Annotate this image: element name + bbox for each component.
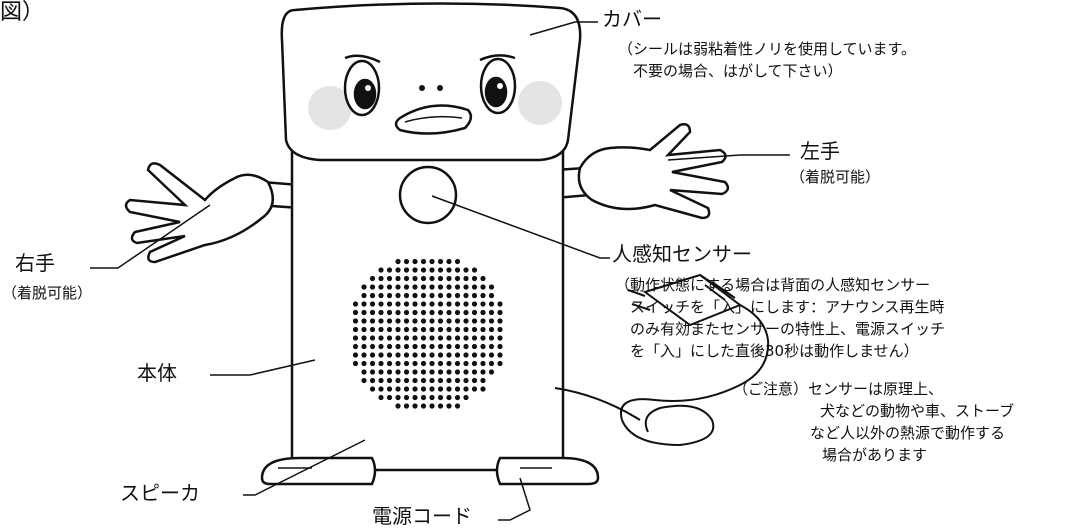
caution-heading: （ご注意）センサーは原理上、 xyxy=(733,380,944,398)
sensor-circle xyxy=(398,165,458,225)
motion-sensor-note-line-1: （動作状態にする場合は背面の人感知センサー xyxy=(615,276,931,294)
face xyxy=(308,54,562,135)
cover-note-line-1: （シールは弱粘着性ノリを使用しています。 xyxy=(618,40,917,58)
leader-lines xyxy=(90,21,790,521)
cover-note-line-2: 不要の場合、はがして下さい） xyxy=(618,62,843,80)
motion-sensor-note-line-2: スイッチを「入」にします：アナウンス再生時 xyxy=(615,298,945,316)
beak xyxy=(394,104,473,135)
left-hand-label: 左手 xyxy=(800,139,840,163)
cover-label: カバー xyxy=(602,7,662,31)
body-label: 本体 xyxy=(137,361,177,385)
cover-shell xyxy=(280,2,582,162)
caution-line-2: など人以外の熱源で動作する xyxy=(810,424,1006,442)
power-cord-label: 電源コード xyxy=(372,504,472,528)
motion-sensor-label: 人感知センサー xyxy=(612,242,752,266)
motion-sensor-note-line-4: を「入」にした直後30秒は動作しません） xyxy=(615,342,919,360)
motion-sensor-note-line-3: のみ有効またセンサーの特性上、電源スイッチ xyxy=(615,320,946,338)
caution-line-1: 犬などの動物や車、ストーブ xyxy=(820,402,1015,420)
figure-header-fragment: 図） xyxy=(0,0,45,25)
right-foot xyxy=(495,456,600,486)
caution-line-3: 場合があります xyxy=(822,446,928,464)
speaker-label: スピーカ xyxy=(120,481,200,505)
speaker-grille xyxy=(352,258,503,409)
right-hand-note: （着脱可能） xyxy=(2,284,93,302)
right-hand-label: 右手 xyxy=(15,251,55,275)
left-foot xyxy=(260,456,377,486)
left-glove xyxy=(577,123,730,220)
left-hand-note: （着脱可能） xyxy=(790,168,881,186)
power-cord-drawing xyxy=(554,273,770,447)
